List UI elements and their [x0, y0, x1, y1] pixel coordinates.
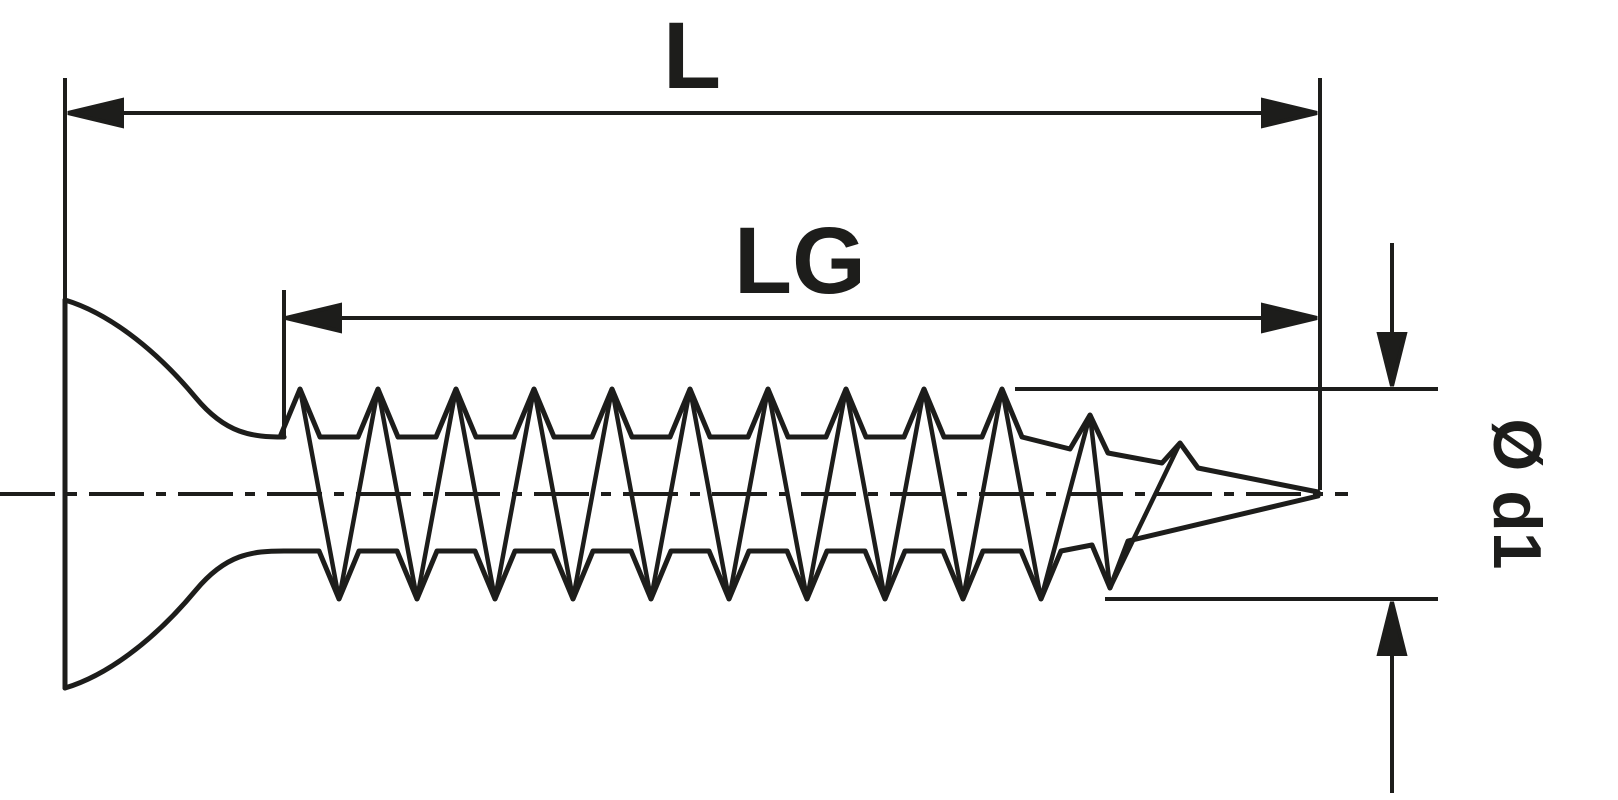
screw-thread-bottom-outline: [281, 493, 1321, 602]
dim-lg-arrow-right: [1261, 302, 1318, 334]
screw-head-bottom-curve: [62, 548, 287, 691]
dim-lg-label: LG: [734, 208, 866, 314]
screw-thread-top-outline: [277, 386, 1321, 495]
dim-d1-label: Ø d1: [1479, 418, 1555, 569]
dimension-diameter: Ø d1: [1015, 243, 1555, 793]
dim-l-arrow-right: [1261, 97, 1318, 129]
dim-d1-arrow-top: [1376, 332, 1408, 387]
dim-lg-arrow-left: [285, 302, 342, 334]
screw-head-top-curve: [62, 297, 287, 440]
dimension-total-length: L: [63, 3, 1322, 490]
dim-l-arrow-left: [67, 97, 124, 129]
dimension-thread-length: LG: [282, 208, 1318, 437]
dim-l-label: L: [663, 3, 721, 109]
dim-d1-arrow-bottom: [1376, 601, 1408, 656]
